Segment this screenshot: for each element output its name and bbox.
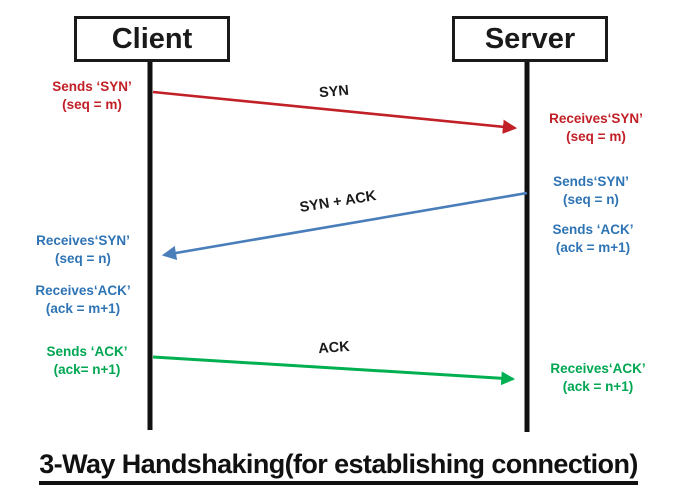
annotation-line: Receives‘ACK’ [35,283,131,298]
sequence-arrows-canvas [147,59,530,432]
annotation-line: (ack= n+1) [53,362,121,378]
annotation-line: (ack = n+1) [562,379,634,395]
annotation-line: Sends ‘ACK’ [46,344,128,359]
annotation-line: Receives‘SYN’ [549,111,643,126]
annotation-line: Sends‘SYN’ [553,174,629,189]
annotation-server-receives-syn: Receives‘SYN’ (seq = m) [536,110,656,146]
actor-label-client: Client [111,22,193,55]
annotation-client-receives-ack: Receives‘ACK’ (ack = m+1) [20,282,146,318]
diagram-title-text: 3-Way Handshaking(for establishing conne… [39,449,638,485]
annotation-server-sends-syn: Sends‘SYN’ (seq = n) [536,173,646,209]
annotation-line: Receives‘SYN’ [36,233,130,248]
annotation-line: Sends ‘ACK’ [552,222,634,237]
annotation-server-sends-ack: Sends ‘ACK’ (ack = m+1) [534,221,652,257]
annotation-server-receives-ack: Receives‘ACK’ (ack = n+1) [538,360,658,396]
annotation-line: (seq = n) [563,192,619,208]
ack-arrow [152,355,516,386]
actor-box-client: Client [74,16,230,62]
annotation-line: (seq = m) [566,129,626,145]
annotation-line: (seq = m) [62,97,122,113]
annotation-line: Receives‘ACK’ [550,361,646,376]
syn-arrow [152,90,518,134]
annotation-client-receives-syn: Receives‘SYN’ (seq = n) [20,232,146,268]
annotation-line: (ack = m+1) [555,240,631,256]
syn-ack-arrow [161,191,528,261]
annotation-line: Sends ‘SYN’ [52,79,132,94]
actor-box-server: Server [452,16,608,62]
annotation-client-sends-ack: Sends ‘ACK’ (ack= n+1) [24,343,150,379]
diagram-title: 3-Way Handshaking(for establishing conne… [0,449,677,485]
annotation-line: (ack = m+1) [45,301,121,317]
annotation-line: (seq = n) [55,251,111,267]
annotation-client-sends-syn: Sends ‘SYN’ (seq = m) [30,78,154,114]
actor-label-server: Server [484,22,576,55]
